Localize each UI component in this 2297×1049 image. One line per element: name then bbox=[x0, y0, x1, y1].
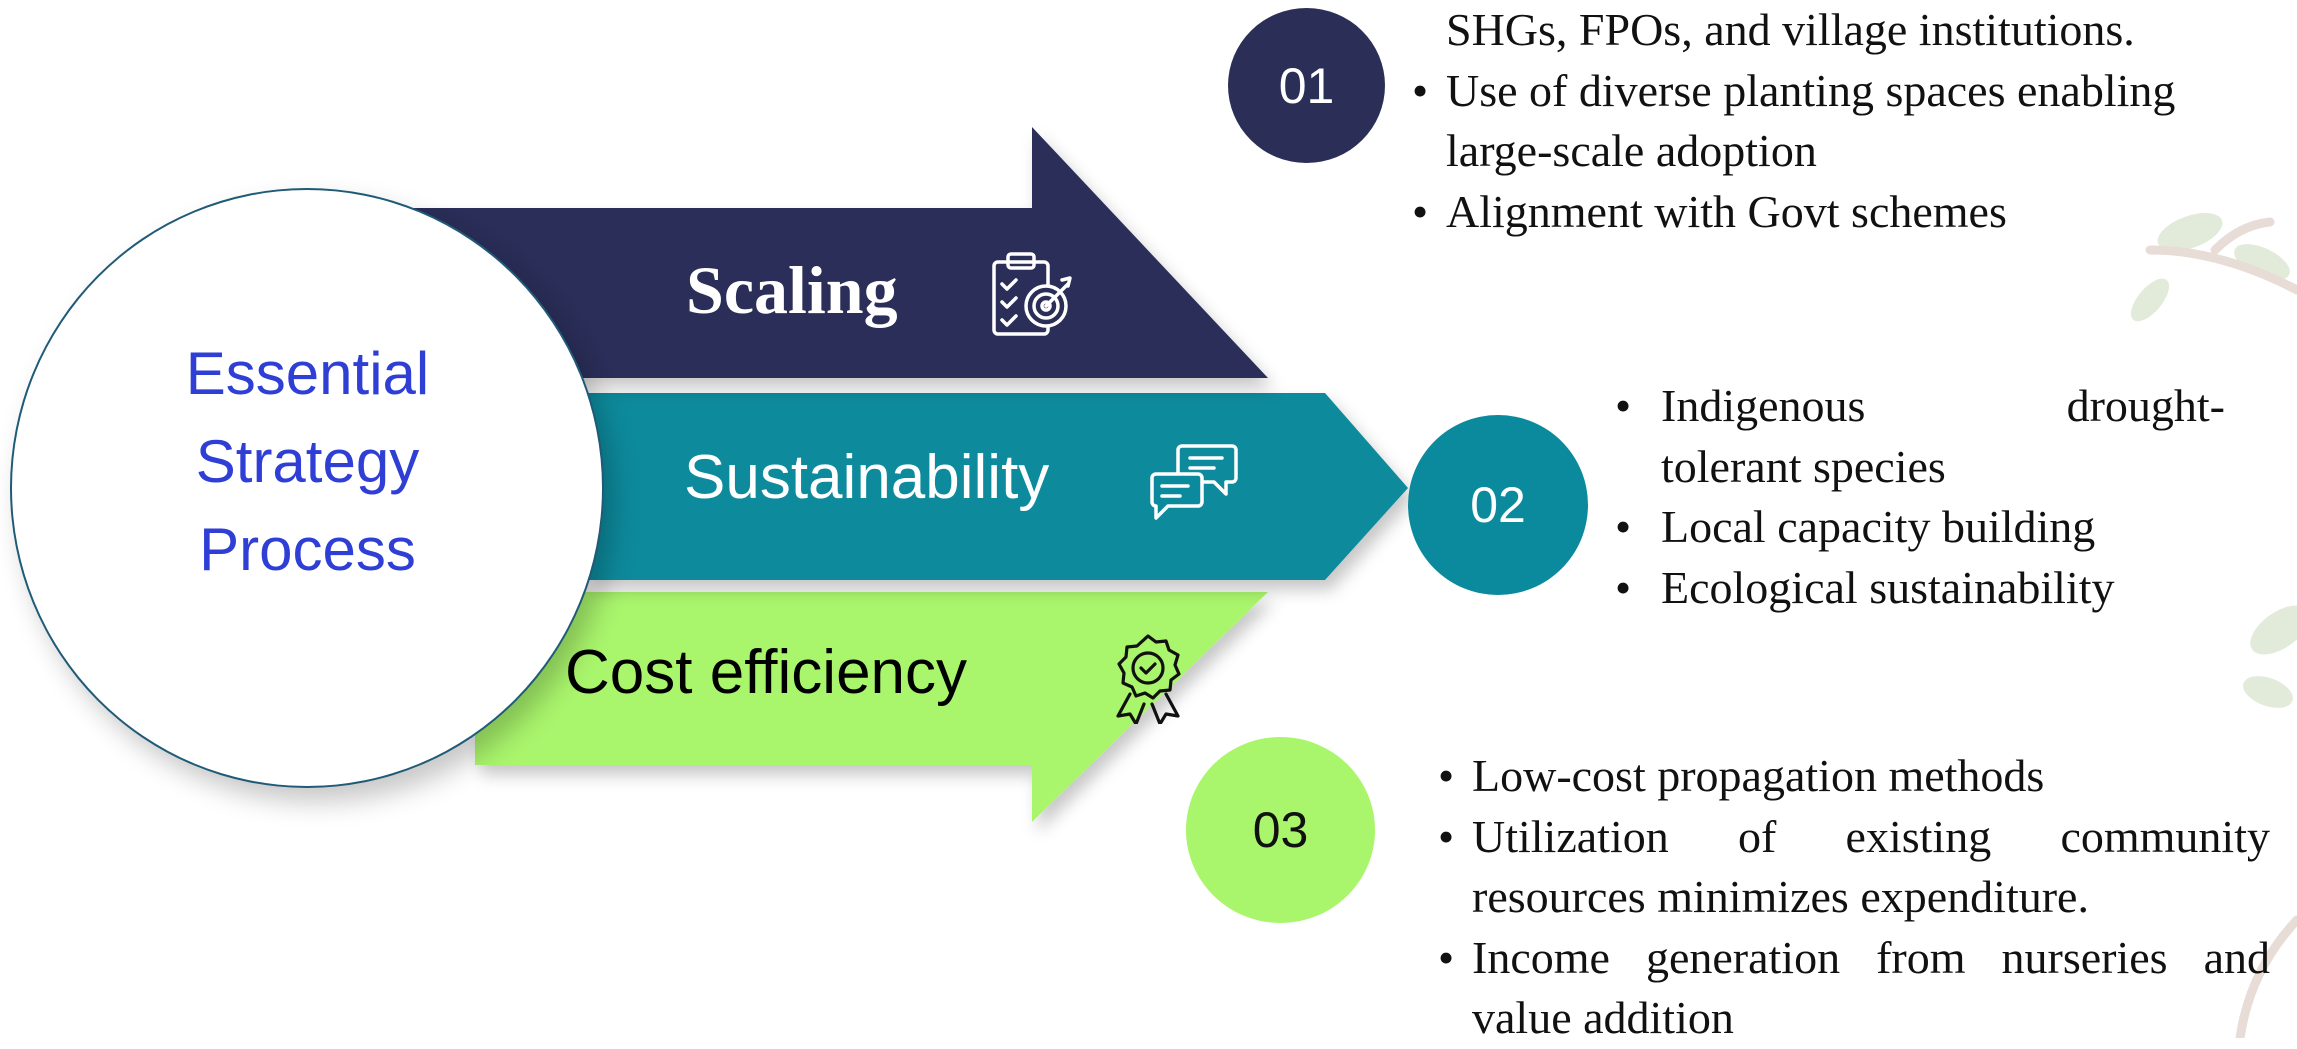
center-title-line: Process bbox=[199, 516, 416, 583]
list-item: • Use of diverse planting spaces enablin… bbox=[1412, 64, 2176, 177]
list-item: • Utilization of existing community reso… bbox=[1438, 810, 2270, 923]
list-item: • Low-cost propagation methods bbox=[1438, 750, 2045, 801]
cost-efficiency-label: Cost efficiency bbox=[565, 638, 968, 707]
step-number-03: 03 bbox=[1186, 737, 1375, 923]
sustainability-label: Sustainability bbox=[684, 443, 1050, 512]
sustainability-arrow bbox=[585, 393, 1408, 580]
clipboard-target-icon bbox=[992, 252, 1072, 336]
center-title-line: Essential bbox=[185, 340, 430, 407]
list-item: • Local capacity building bbox=[1615, 501, 2096, 552]
step-number-01: 01 bbox=[1228, 8, 1385, 163]
step-03-text: • Low-cost propagation methods • Utiliza… bbox=[1432, 746, 2270, 1049]
scaling-label: Scaling bbox=[686, 252, 898, 328]
center-circle bbox=[10, 188, 604, 788]
chat-bubbles-icon bbox=[1150, 444, 1238, 520]
cost-efficiency-arrow bbox=[475, 592, 1268, 822]
step-number-02: 02 bbox=[1408, 415, 1588, 595]
list-item: • Income generation from nurseries and v… bbox=[1438, 931, 2270, 1044]
list-item: • Ecological sustainability bbox=[1615, 561, 2115, 613]
list-item: • Indigenous drought- tolerant species bbox=[1615, 380, 2225, 492]
list-item: • Alignment with Govt schemes bbox=[1412, 185, 2007, 237]
step-01-text: SHGs, FPOs, and village institutions. • … bbox=[1406, 0, 2266, 242]
step-02-text: • Indigenous drought- tolerant species •… bbox=[1605, 376, 2225, 618]
center-title-line: Strategy bbox=[195, 428, 420, 495]
center-title: Essential Strategy Process bbox=[70, 330, 545, 594]
step-01-continuation: SHGs, FPOs, and village institutions. bbox=[1446, 4, 2135, 55]
award-badge-icon bbox=[1116, 634, 1181, 724]
